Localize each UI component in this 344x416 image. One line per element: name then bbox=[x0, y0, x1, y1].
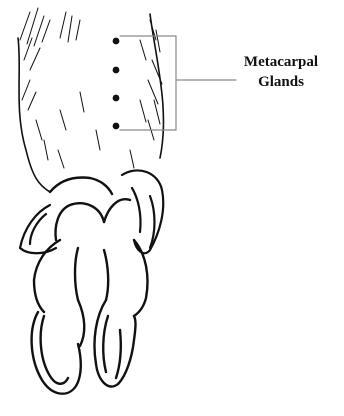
leg-outline bbox=[18, 14, 164, 192]
gland-dot bbox=[113, 123, 120, 130]
gland-bracket bbox=[120, 36, 236, 130]
gland-dot bbox=[113, 38, 120, 45]
hair-strokes bbox=[20, 8, 162, 168]
metacarpal-glands-label: Metacarpal Glands bbox=[222, 52, 340, 92]
label-line-2: Glands bbox=[222, 72, 340, 92]
left-toe bbox=[32, 300, 85, 394]
right-toe bbox=[94, 300, 135, 387]
hoof-outline bbox=[34, 178, 148, 316]
right-dewclaw bbox=[122, 170, 163, 253]
gland-dots bbox=[113, 38, 120, 130]
label-line-1: Metacarpal bbox=[222, 52, 340, 72]
gland-dot bbox=[113, 95, 120, 102]
gland-dot bbox=[113, 67, 120, 74]
